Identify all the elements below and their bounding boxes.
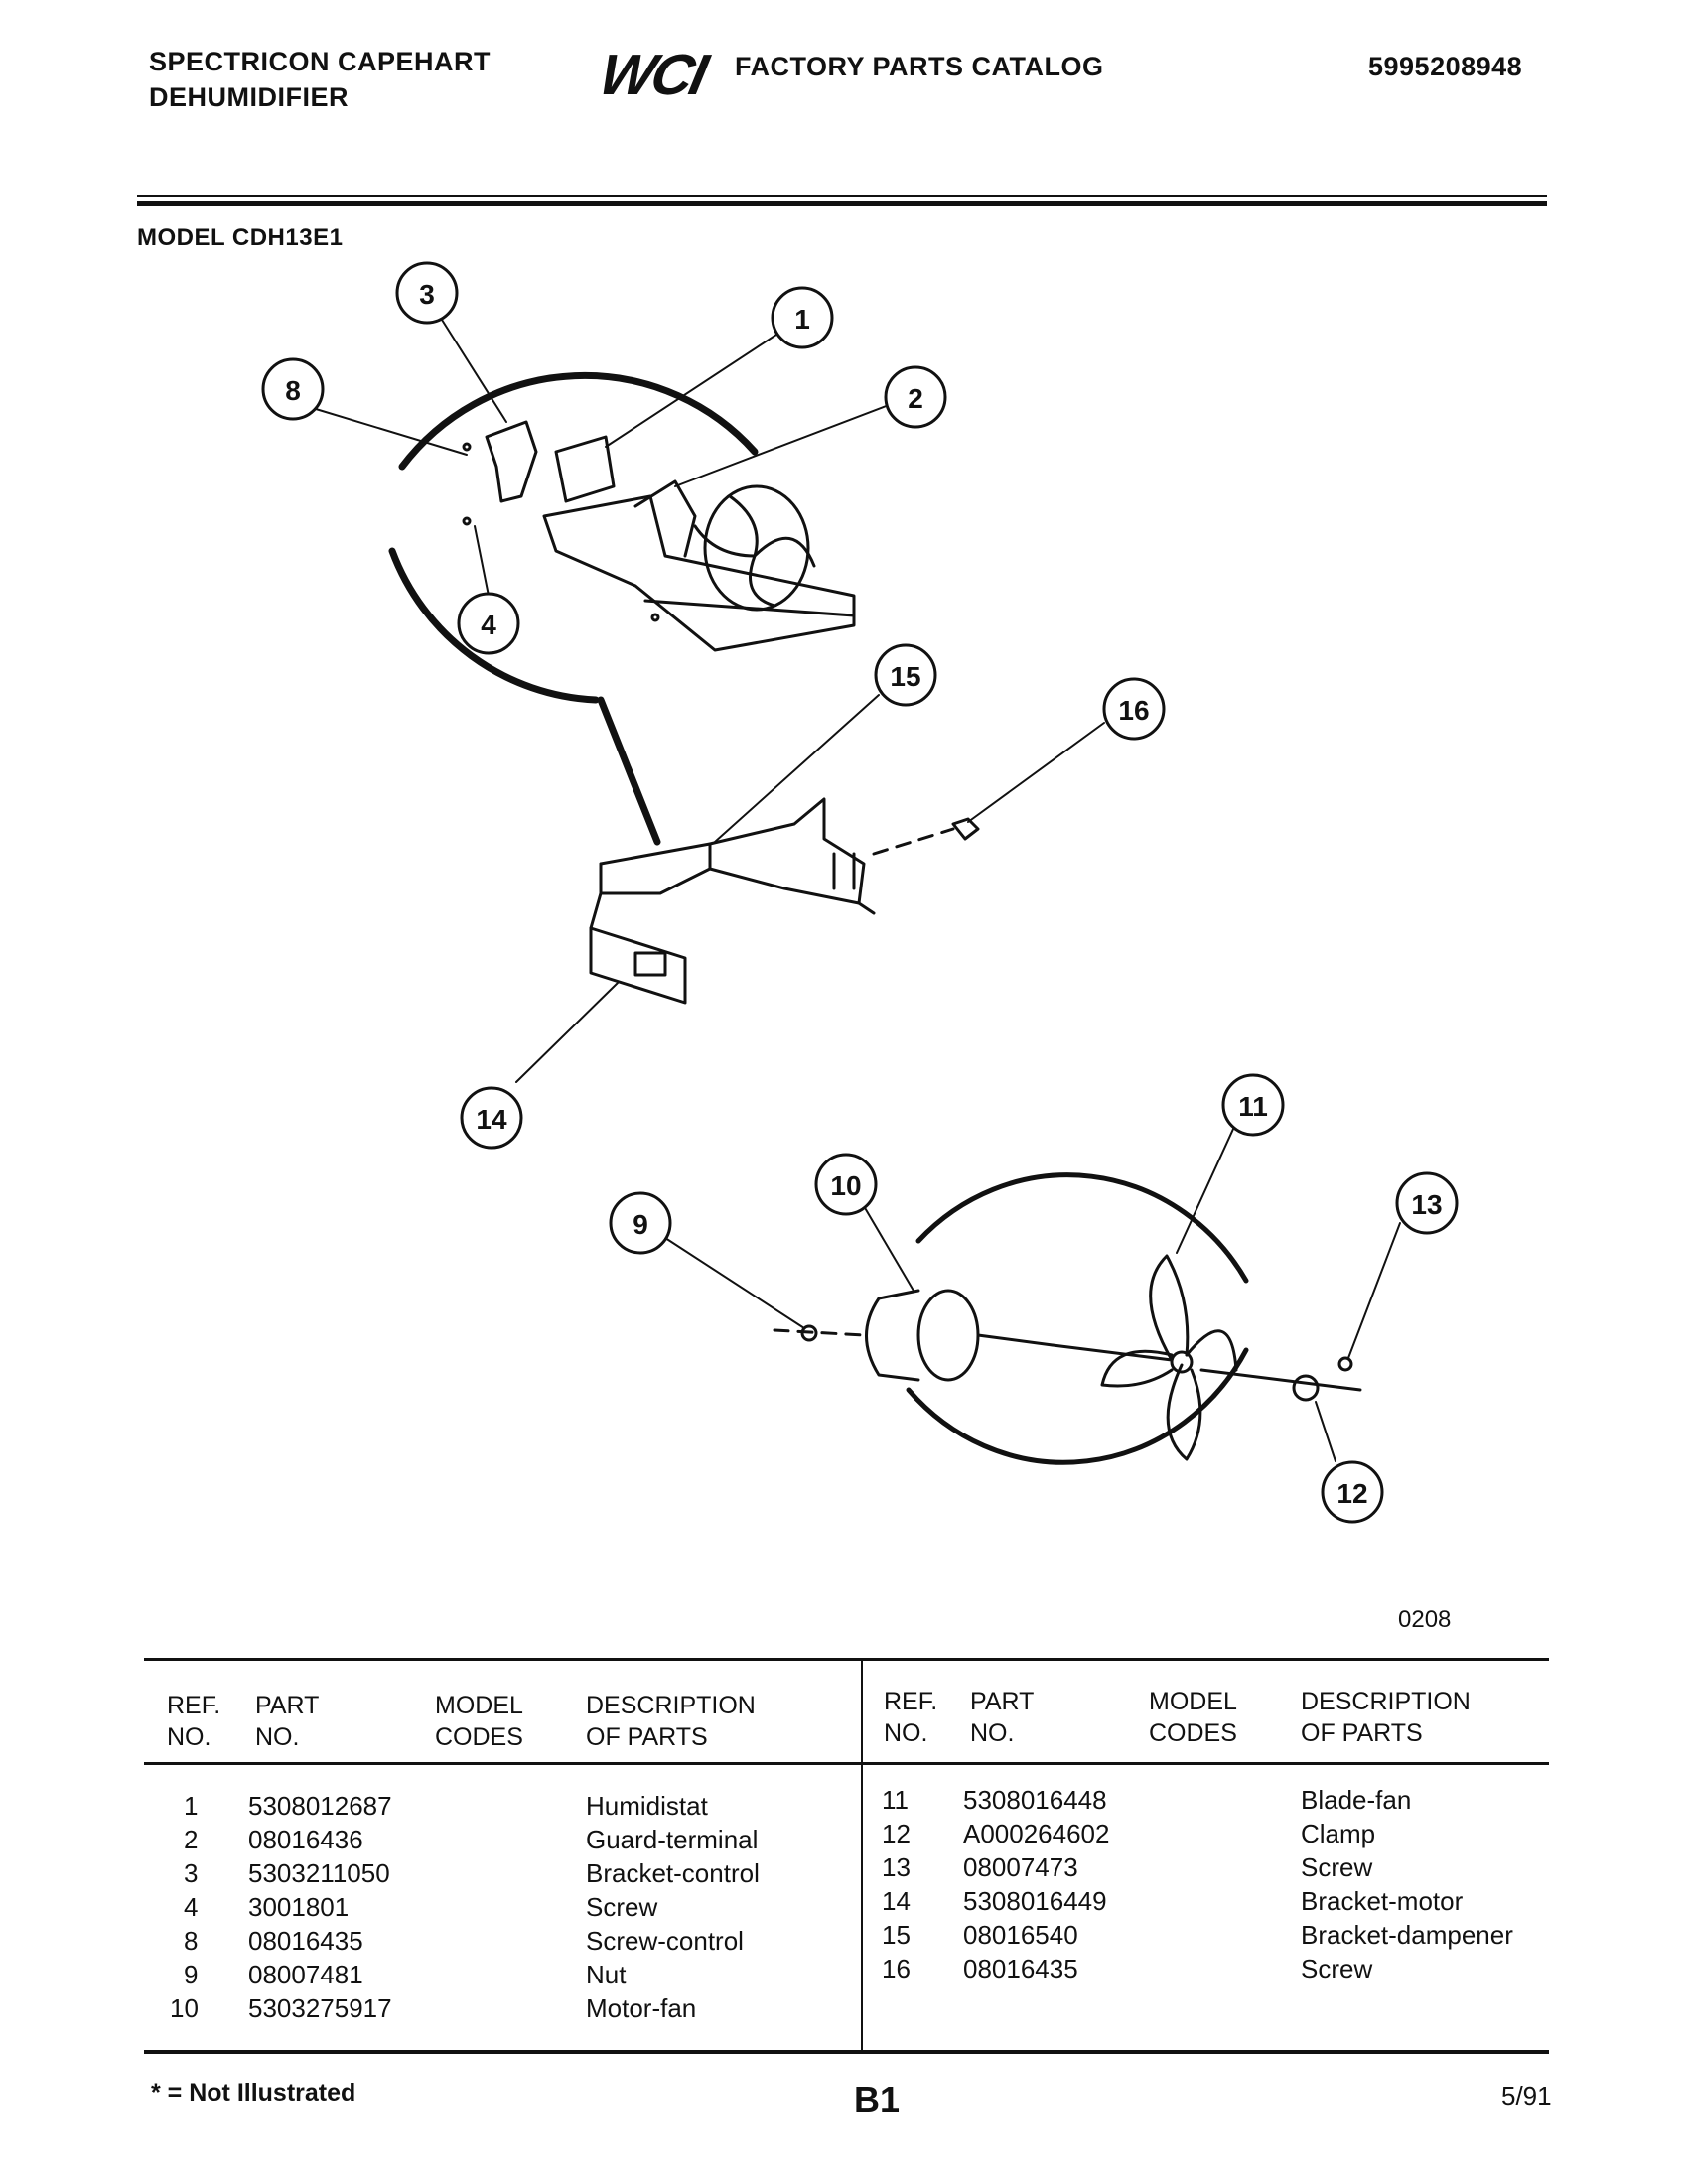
callout-12: 12 xyxy=(1321,1460,1384,1524)
not-illustrated-note: * = Not Illustrated xyxy=(151,2079,356,2107)
callout-14: 14 xyxy=(460,1086,523,1150)
table-top-rule xyxy=(144,1658,1549,1661)
callout-4: 4 xyxy=(457,592,520,655)
brand-header: SPECTRICON CAPEHART DEHUMIDIFIER xyxy=(149,44,491,115)
svg-text:10: 10 xyxy=(830,1170,861,1201)
exploded-parts-diagram: 3 1 8 2 4 15 16 14 11 10 13 9 12 xyxy=(261,261,1459,1524)
table-center-divider xyxy=(861,1658,863,2050)
catalog-date: 5/91 xyxy=(1501,2081,1552,2111)
page-id: B1 xyxy=(854,2079,901,2119)
detail-circle-top xyxy=(398,371,759,471)
leader-lines xyxy=(315,319,1401,1462)
callout-1: 1 xyxy=(771,286,834,349)
svg-text:4: 4 xyxy=(481,610,496,640)
callout-3: 3 xyxy=(395,261,459,325)
detail-circle-bottom xyxy=(388,547,600,704)
svg-text:13: 13 xyxy=(1411,1189,1442,1220)
header-rule-thin xyxy=(137,195,1547,197)
callout-2: 2 xyxy=(884,365,947,429)
callout-13: 13 xyxy=(1395,1171,1459,1235)
lower-circle-bottom xyxy=(906,1347,1249,1465)
catalog-title: FACTORY PARTS CATALOG xyxy=(735,52,1104,81)
callout-11: 11 xyxy=(1221,1073,1285,1137)
lower-assembly-drawing xyxy=(773,1254,1362,1461)
svg-text:11: 11 xyxy=(1238,1091,1268,1122)
callout-15: 15 xyxy=(874,643,937,707)
header-rule-thick xyxy=(137,201,1547,206)
header-ref-left: REF.NO. xyxy=(167,1692,221,1751)
detail-pointer xyxy=(597,696,661,846)
svg-text:1: 1 xyxy=(794,304,810,335)
svg-text:8: 8 xyxy=(285,375,301,406)
table-header-rule xyxy=(144,1762,1549,1765)
callout-9: 9 xyxy=(609,1191,672,1255)
brand-line1: SPECTRICON CAPEHART xyxy=(149,47,492,76)
upper-assembly-drawing xyxy=(462,420,856,652)
header-ref-right: REF.NO. xyxy=(884,1688,938,1747)
lower-circle-top xyxy=(915,1172,1249,1284)
svg-text:9: 9 xyxy=(633,1209,648,1240)
catalog-number: 5995208948 xyxy=(1368,52,1523,81)
svg-text:12: 12 xyxy=(1336,1478,1367,1509)
svg-text:16: 16 xyxy=(1118,695,1149,726)
table-bottom-rule xyxy=(144,2050,1549,2054)
middle-assembly-drawing xyxy=(589,797,980,1005)
svg-text:3: 3 xyxy=(419,279,435,310)
model-label: MODEL CDH13E1 xyxy=(137,224,344,251)
svg-text:14: 14 xyxy=(476,1104,507,1135)
svg-text:2: 2 xyxy=(908,383,923,414)
callout-16: 16 xyxy=(1102,677,1166,741)
callout-8: 8 xyxy=(261,357,325,421)
svg-text:15: 15 xyxy=(890,661,920,692)
brand-line2: DEHUMIDIFIER xyxy=(149,82,349,112)
figure-code: 0208 xyxy=(1398,1606,1452,1633)
callout-10: 10 xyxy=(814,1153,878,1216)
